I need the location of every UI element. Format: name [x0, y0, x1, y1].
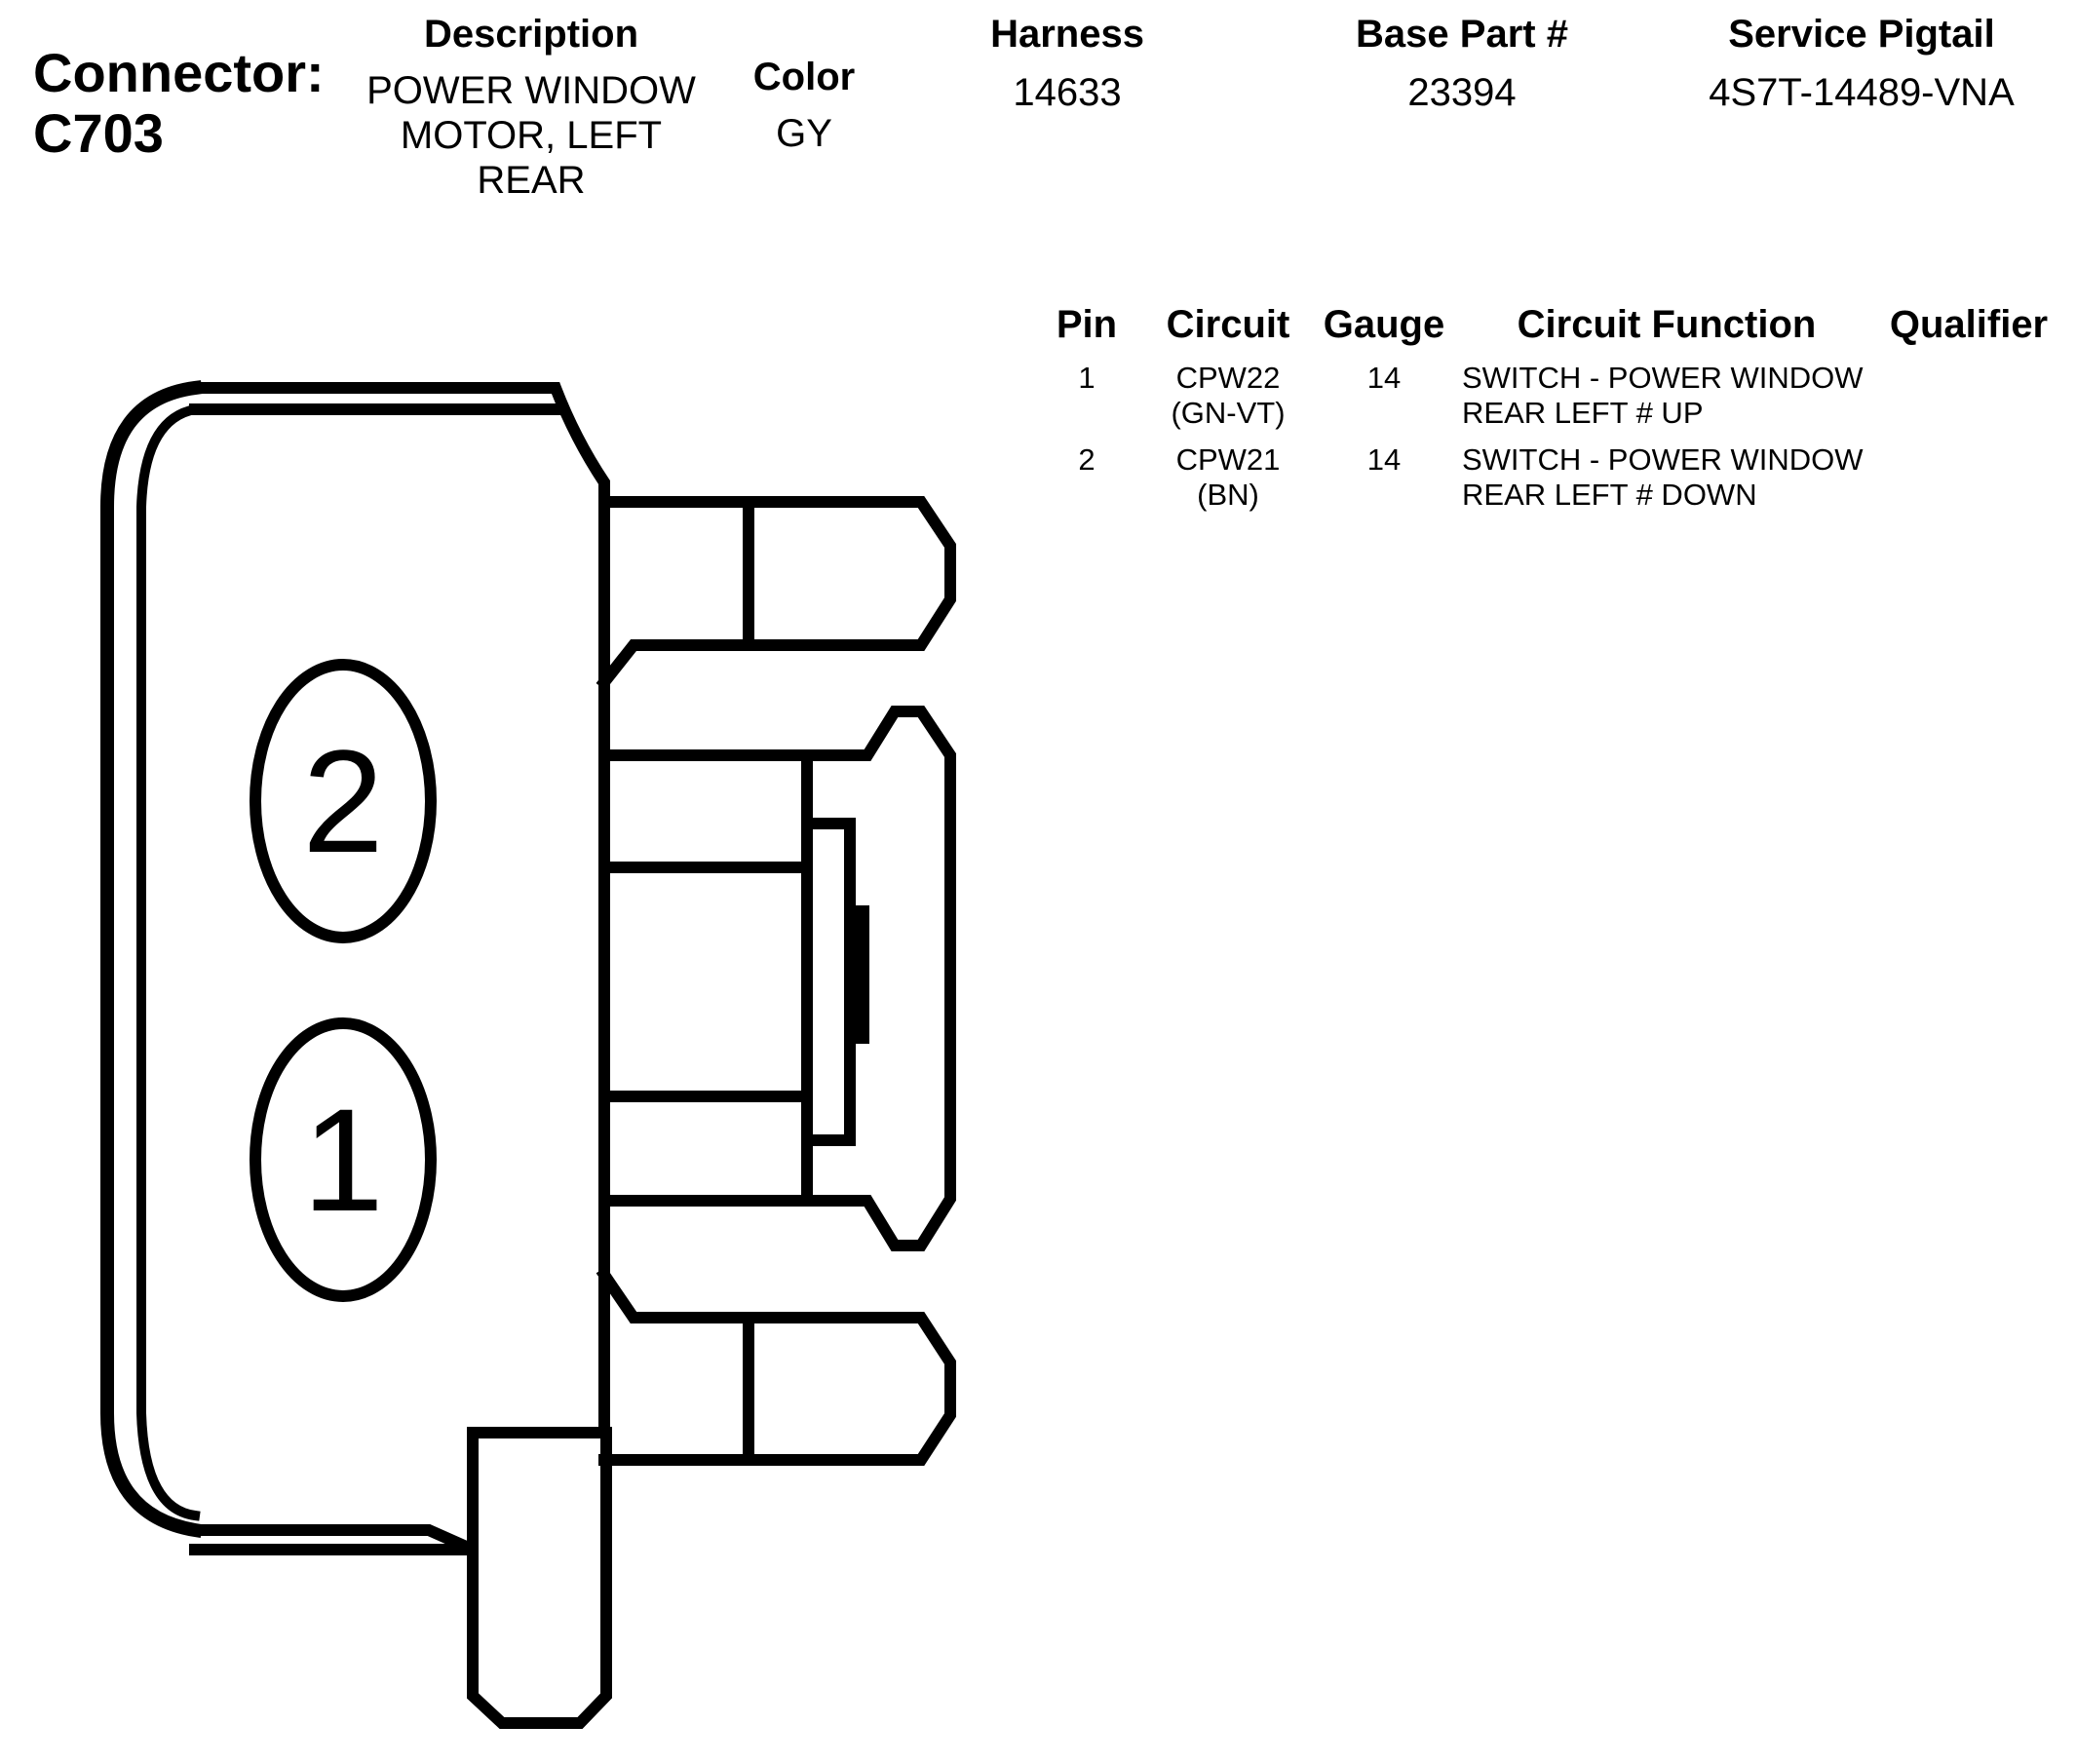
row-function-line2: REAR LEFT # UP	[1462, 396, 1704, 430]
service-pigtail-header: Service Pigtail	[1728, 13, 1995, 56]
row-pin: 1	[1078, 361, 1096, 395]
middle-latch	[598, 706, 956, 1251]
base-part-block: Base Part # 23394	[1316, 12, 1608, 115]
harness-header: Harness	[990, 13, 1144, 56]
connector-body-outline	[189, 382, 610, 1559]
connector-body-outer-edge	[100, 380, 204, 1539]
color-value: GY	[776, 112, 832, 155]
row-gauge: 14	[1366, 361, 1402, 395]
connector-label: Connector:	[33, 42, 325, 103]
description-block: Description POWER WINDOW MOTOR, LEFT REA…	[351, 12, 711, 203]
harness-value: 14633	[1013, 71, 1122, 114]
connector-bottom-tab	[467, 1427, 612, 1729]
pin-1-label: 1	[302, 1078, 383, 1242]
description-value: POWER WINDOW MOTOR, LEFT REAR	[366, 69, 696, 202]
connector-id: C703	[33, 102, 164, 164]
row-function-line1: SWITCH - POWER WINDOW	[1462, 361, 1864, 395]
row-circuit-color: (GN-VT)	[1171, 396, 1286, 430]
connector-title: Connector: C703	[33, 43, 325, 164]
row-circuit-code: CPW21	[1175, 442, 1281, 477]
base-part-header: Base Part #	[1356, 13, 1568, 56]
base-part-value: 23394	[1407, 71, 1517, 114]
column-header-circuit-function: Circuit Function	[1517, 303, 1817, 346]
service-pigtail-value: 4S7T-14489-VNA	[1709, 71, 2015, 114]
harness-block: Harness 14633	[936, 12, 1199, 115]
row-gauge: 14	[1366, 442, 1402, 477]
row-circuit-code: CPW22	[1175, 361, 1281, 395]
color-header: Color	[752, 56, 856, 98]
column-header-pin: Pin	[1056, 303, 1118, 346]
column-header-circuit: Circuit	[1166, 303, 1290, 346]
pin-cavity-2: 2	[250, 659, 437, 943]
lower-terminal	[596, 1266, 956, 1466]
color-block: Color GY	[721, 55, 887, 156]
row-circuit-color: (BN)	[1197, 478, 1259, 512]
row-function-line2: REAR LEFT # DOWN	[1462, 478, 1757, 512]
middle-latch-inner	[598, 862, 813, 1102]
row-function-line1: SWITCH - POWER WINDOW	[1462, 442, 1864, 477]
upper-terminal	[596, 496, 956, 691]
column-header-gauge: Gauge	[1323, 303, 1445, 346]
pin-2-circle	[250, 659, 437, 943]
service-pigtail-block: Service Pigtail 4S7T-14489-VNA	[1657, 12, 2066, 115]
connector-body-inner-edge	[136, 403, 201, 1521]
pin-1-circle	[250, 1017, 437, 1302]
pin-2-label: 2	[302, 719, 383, 883]
middle-latch-ridge	[844, 905, 869, 1044]
description-header: Description	[423, 13, 639, 56]
column-header-qualifier: Qualifier	[1889, 303, 2049, 346]
row-pin: 2	[1078, 442, 1096, 477]
pin-cavity-1: 1	[250, 1017, 437, 1302]
